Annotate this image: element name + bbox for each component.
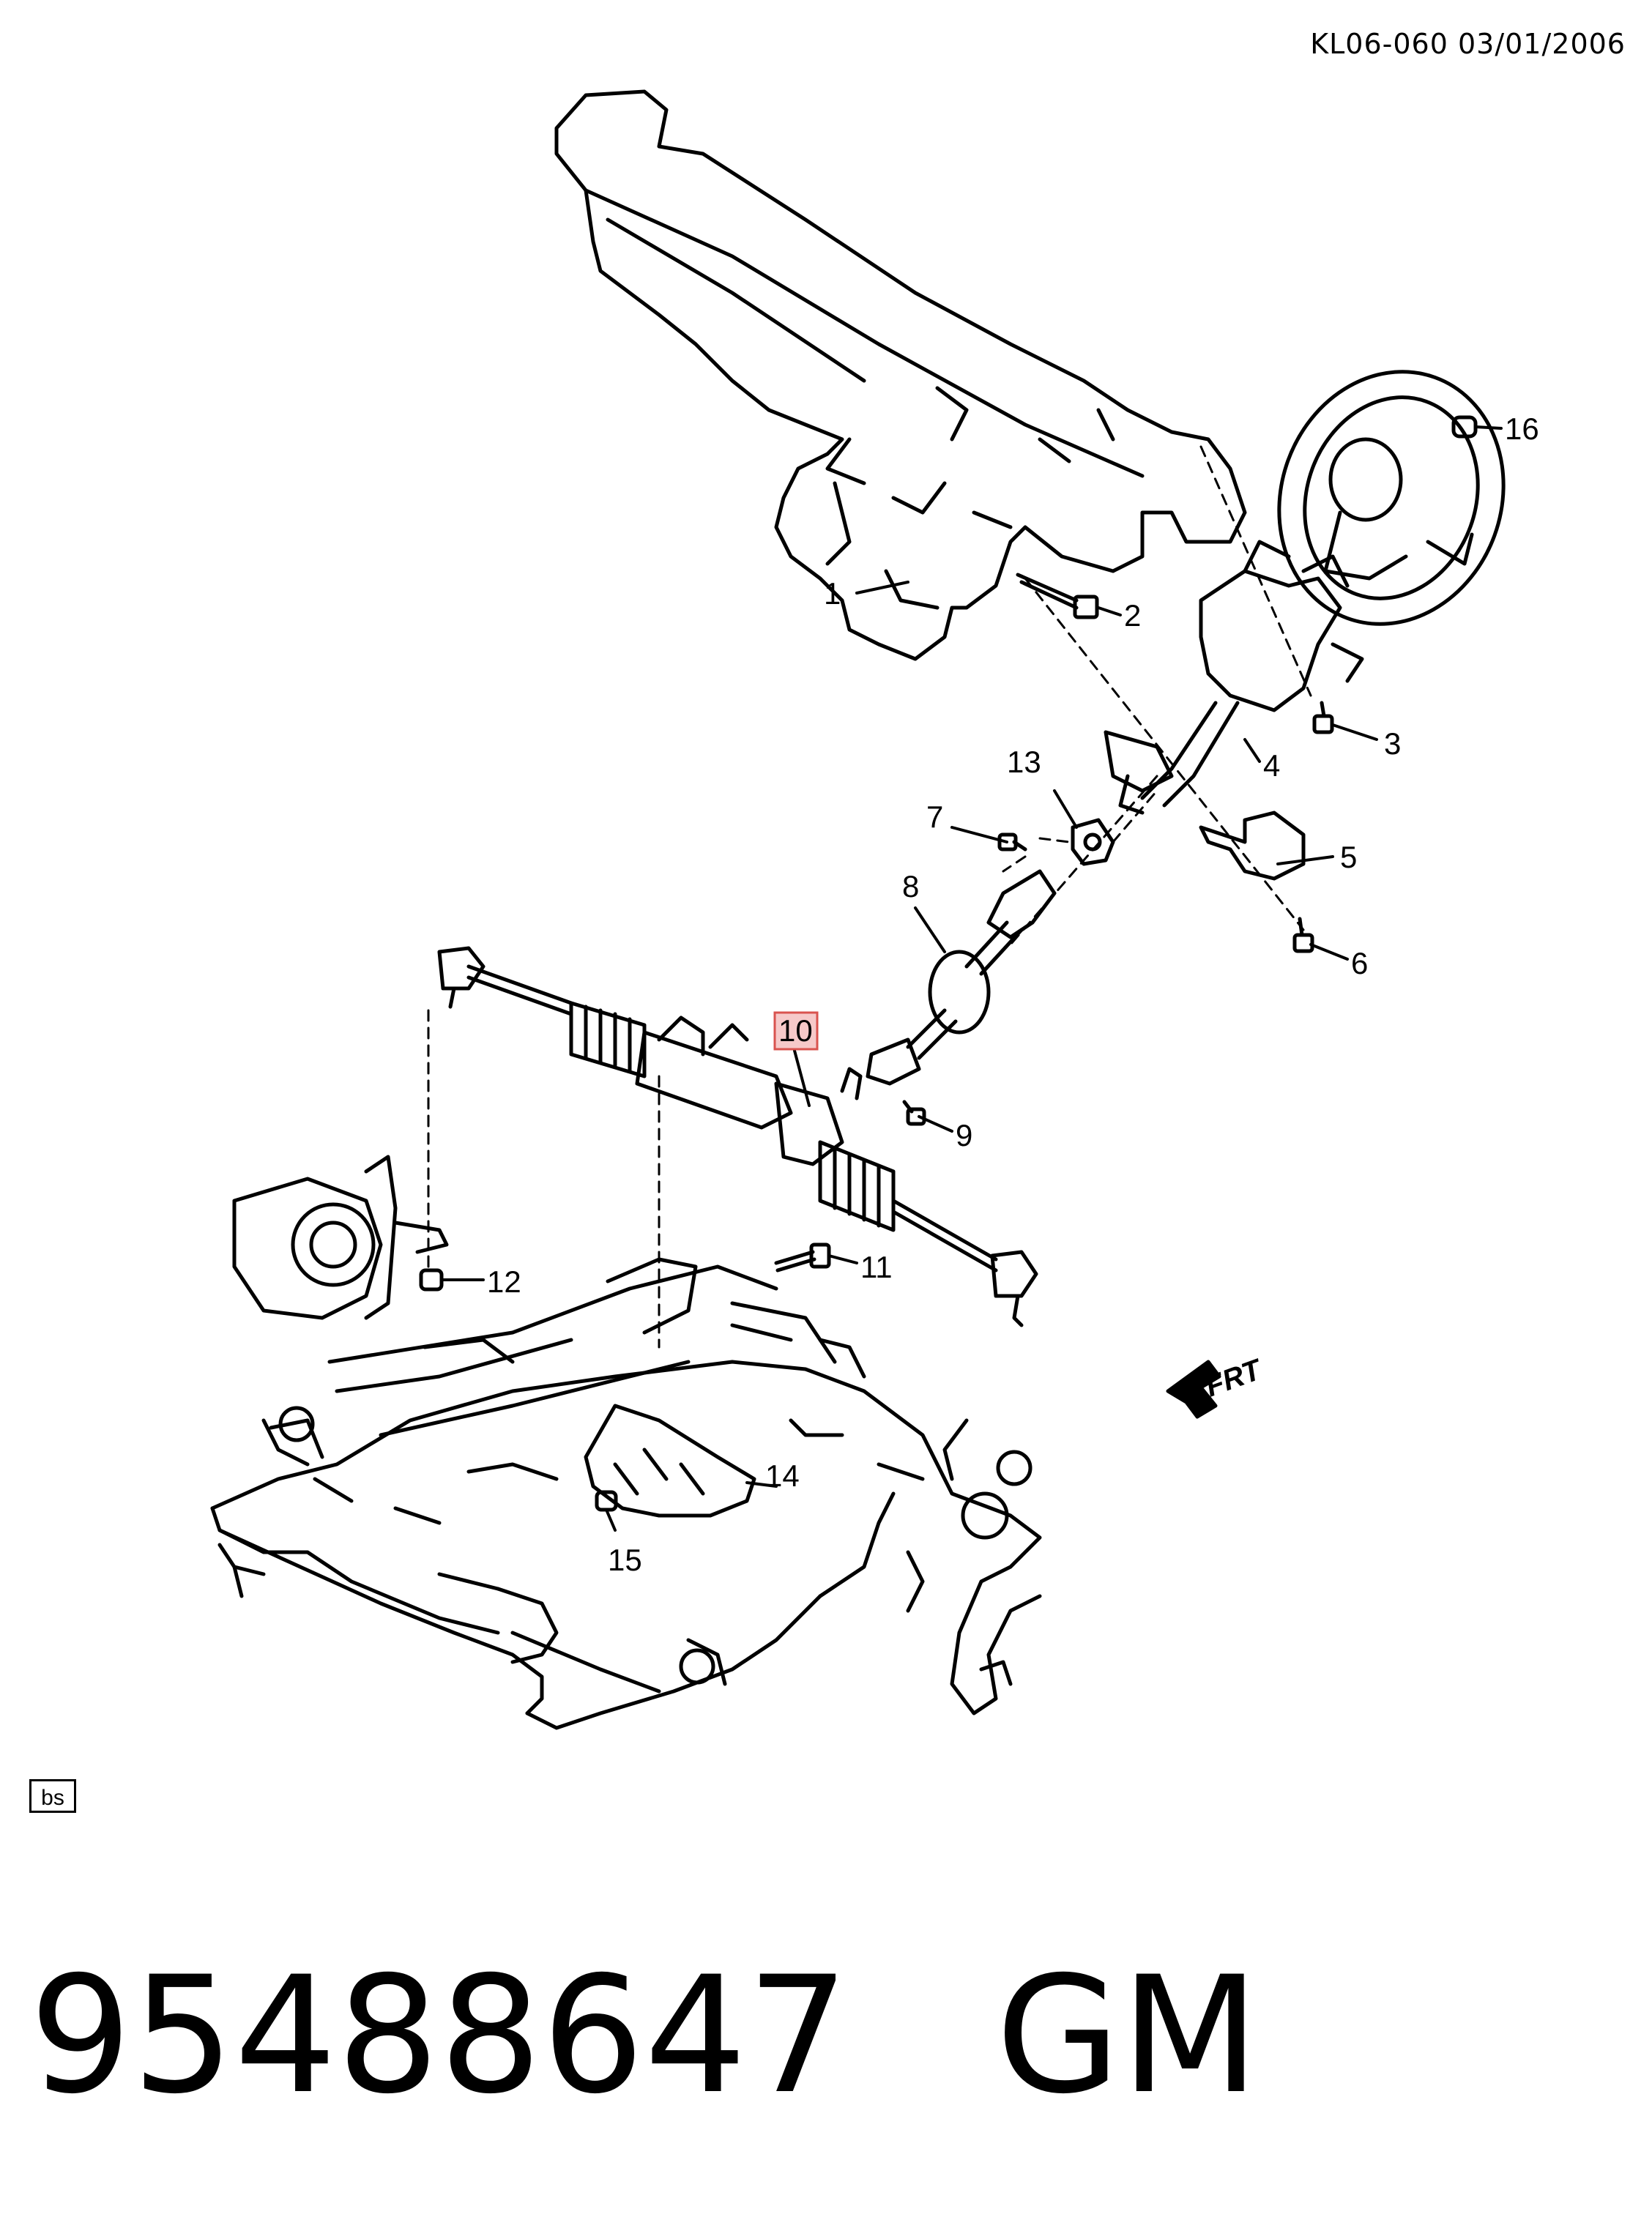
callout-5: 5: [1340, 840, 1357, 874]
front-cradle-frame: [210, 1257, 1042, 1730]
callout-8: 8: [902, 869, 919, 903]
intermediate-shaft: [866, 869, 1057, 1086]
brand-name: GM: [995, 1942, 1260, 2129]
cross-car-beam: [554, 89, 1247, 661]
front-direction-label: FRT: [1201, 1353, 1268, 1404]
callout-11: 11: [860, 1250, 893, 1284]
bs-badge: bs: [29, 1779, 76, 1813]
bolt-2: [1016, 573, 1099, 619]
callout-6: 6: [1351, 946, 1368, 980]
nut-12: [419, 1268, 444, 1292]
steering-knuckle-hub: [232, 1155, 449, 1320]
seal-13: [1071, 818, 1115, 866]
callout-15: 15: [608, 1543, 642, 1577]
callout-16: 16: [1505, 411, 1539, 446]
callout-1: 1: [824, 576, 841, 611]
callout-9: 9: [956, 1118, 972, 1152]
bolt-9: [902, 1100, 926, 1126]
callout-10-highlight: [773, 1011, 819, 1051]
front-direction-arrow-icon: [1166, 1360, 1221, 1419]
callout-10: 10: [778, 1013, 813, 1048]
bracket-5: [1199, 811, 1306, 881]
footer-part-info: 95488647 GM: [29, 1940, 1567, 2131]
callout-13: 13: [1007, 745, 1041, 779]
callout-14: 14: [765, 1458, 800, 1493]
bolt-11: [774, 1242, 831, 1273]
steering-gear-rack: [437, 946, 1038, 1327]
screw-7: [997, 832, 1027, 852]
steering-column: [1104, 540, 1364, 815]
callout-12: 12: [487, 1264, 521, 1299]
callout-4: 4: [1263, 748, 1280, 783]
callout-7: 7: [926, 800, 943, 834]
steering-wheel: [1277, 370, 1506, 626]
heat-shield: [584, 1404, 756, 1518]
alignment-lines: [427, 445, 1312, 1349]
callout-3: 3: [1384, 726, 1401, 761]
part-number: 95488647: [29, 1942, 849, 2129]
leader-lines: [440, 425, 1503, 1532]
diagram-code-date: KL06-060 03/01/2006: [1310, 28, 1626, 60]
callout-2: 2: [1124, 598, 1141, 633]
screw-3: [1312, 701, 1334, 734]
